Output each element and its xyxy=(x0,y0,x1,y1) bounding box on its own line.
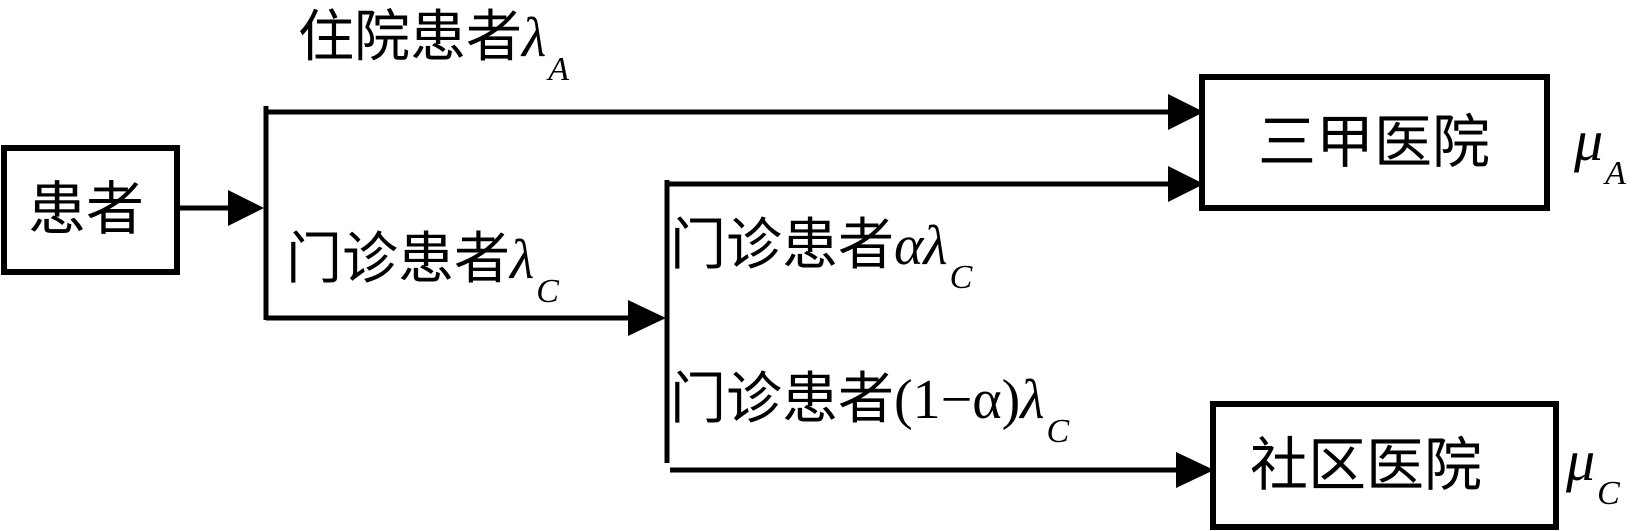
mu-subscript: A xyxy=(1605,155,1626,192)
outpatient-one-minus-alpha-edge-label: 门诊患者(1−α)λC xyxy=(670,369,1069,449)
alpha-symbol: α xyxy=(894,215,924,277)
patient-box xyxy=(1,145,180,275)
edge-text: 门诊患者 xyxy=(286,227,510,292)
inpatient-arrowhead xyxy=(1168,94,1204,130)
mu-symbol: μ xyxy=(1566,428,1596,493)
outpatient-alpha-edge-label: 门诊患者αλC xyxy=(670,215,972,295)
patient-label: 患者 xyxy=(28,175,145,243)
lambda-symbol: λ xyxy=(510,229,535,291)
outpatient-alpha-arrowhead xyxy=(1168,166,1204,202)
lambda-subscript: C xyxy=(949,259,973,296)
edge-text: 住院患者 xyxy=(298,5,522,70)
tertiary-hospital-box xyxy=(1199,74,1550,211)
lambda-subscript: A xyxy=(548,51,570,88)
lambda-subscript: C xyxy=(536,273,559,310)
tertiary-service-rate: μA xyxy=(1574,112,1626,191)
one-minus-alpha: (1−α) xyxy=(894,369,1021,431)
outpatient-arrowhead xyxy=(628,300,666,336)
community-service-rate: μC xyxy=(1566,432,1620,511)
edge-text: 门诊患者 xyxy=(670,367,894,432)
lambda-subscript: C xyxy=(1046,413,1070,450)
community-hospital-box xyxy=(1210,401,1559,530)
edge-text: 门诊患者 xyxy=(670,213,894,278)
community-hospital-label: 社区医院 xyxy=(1250,431,1483,499)
inpatient-edge-label: 住院患者λA xyxy=(298,7,569,87)
outpatient-one-minus-alpha-arrowhead xyxy=(1176,452,1214,488)
lambda-symbol: λ xyxy=(1020,369,1045,431)
tertiary-hospital-label: 三甲医院 xyxy=(1258,108,1491,176)
mu-subscript: C xyxy=(1597,475,1620,512)
mu-symbol: μ xyxy=(1574,108,1604,173)
patient-to-split-arrowhead xyxy=(228,190,264,226)
lambda-symbol: λ xyxy=(923,215,948,277)
outpatient-edge-label: 门诊患者λC xyxy=(286,229,559,309)
lambda-symbol: λ xyxy=(522,7,547,69)
